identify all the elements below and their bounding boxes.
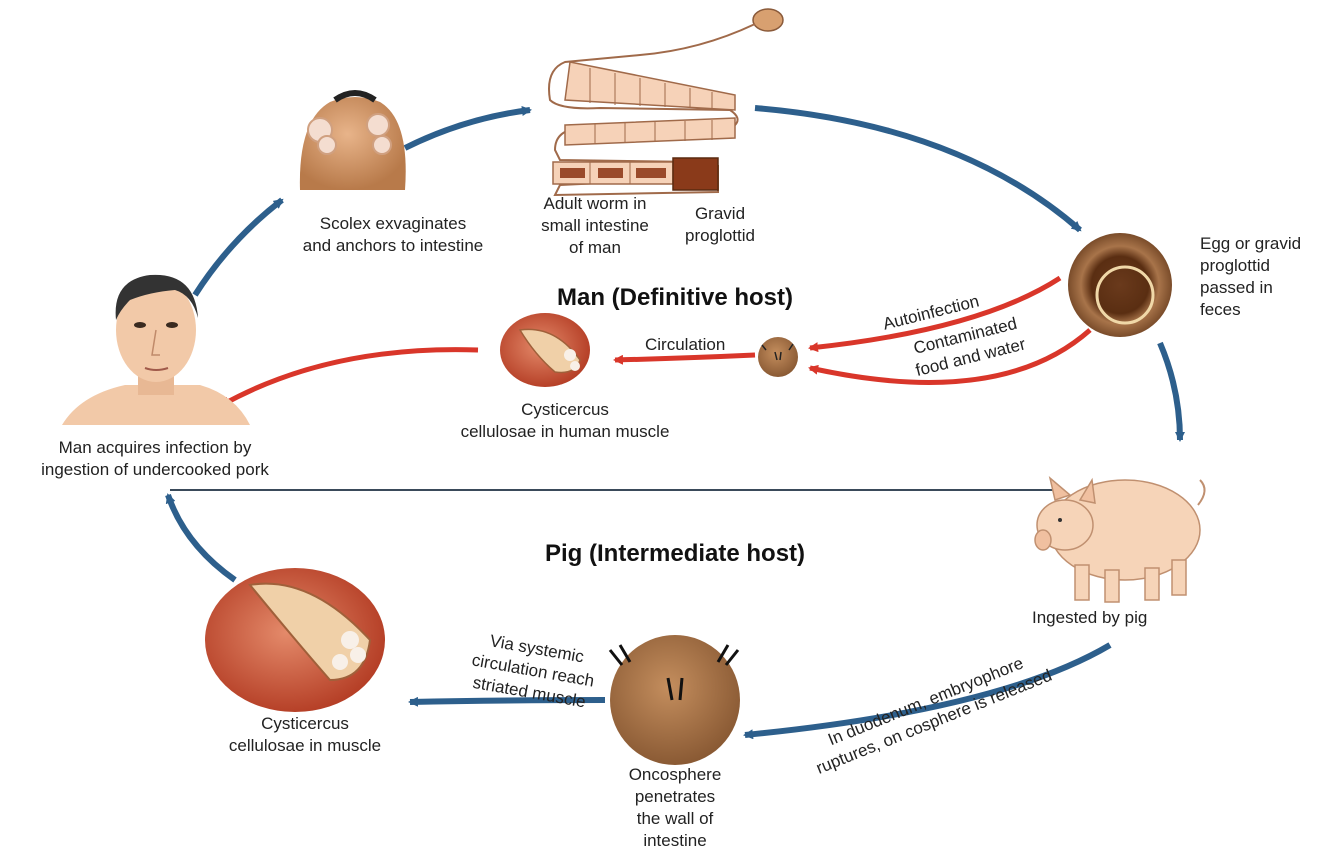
label-ingested-pig: Ingested by pig xyxy=(1032,607,1147,629)
heading-definitive-host: Man (Definitive host) xyxy=(557,284,793,312)
arrow-cyst-to-man xyxy=(222,350,478,405)
label-oncosphere: Oncosphere penetrates the wall of intest… xyxy=(605,764,745,852)
heading-intermediate-host: Pig (Intermediate host) xyxy=(545,540,805,568)
arrow-worm-to-egg xyxy=(755,108,1080,230)
adult-worm-illustration xyxy=(549,9,783,195)
label-scolex: Scolex exvaginates and anchors to intest… xyxy=(268,213,518,257)
cysticercus-muscle-illustration xyxy=(205,568,385,712)
label-cysticercus-human: Cysticercus cellulosae in human muscle xyxy=(455,399,675,443)
arrow-scolex-to-worm xyxy=(405,110,530,148)
man-illustration xyxy=(62,275,250,425)
label-adult-worm: Adult worm in small intestine of man xyxy=(530,193,660,259)
small-oncosphere-illustration xyxy=(758,337,798,377)
arrow-muscle-to-man xyxy=(168,495,235,580)
egg-illustration xyxy=(1068,233,1172,337)
pig-illustration xyxy=(1035,478,1205,602)
label-man-acquires: Man acquires infection by ingestion of u… xyxy=(5,437,305,481)
cysticercus-human-illustration xyxy=(500,313,590,387)
large-oncosphere-illustration xyxy=(610,635,740,765)
label-gravid-proglottid: Gravid proglottid xyxy=(665,203,775,247)
label-cysticercus-muscle: Cysticercus cellulosae in muscle xyxy=(215,713,395,757)
label-circulation: Circulation xyxy=(645,334,725,356)
label-egg: Egg or gravid proglottid passed in feces xyxy=(1200,233,1330,321)
scolex-illustration xyxy=(300,93,406,190)
arrow-egg-to-pig xyxy=(1160,343,1180,440)
